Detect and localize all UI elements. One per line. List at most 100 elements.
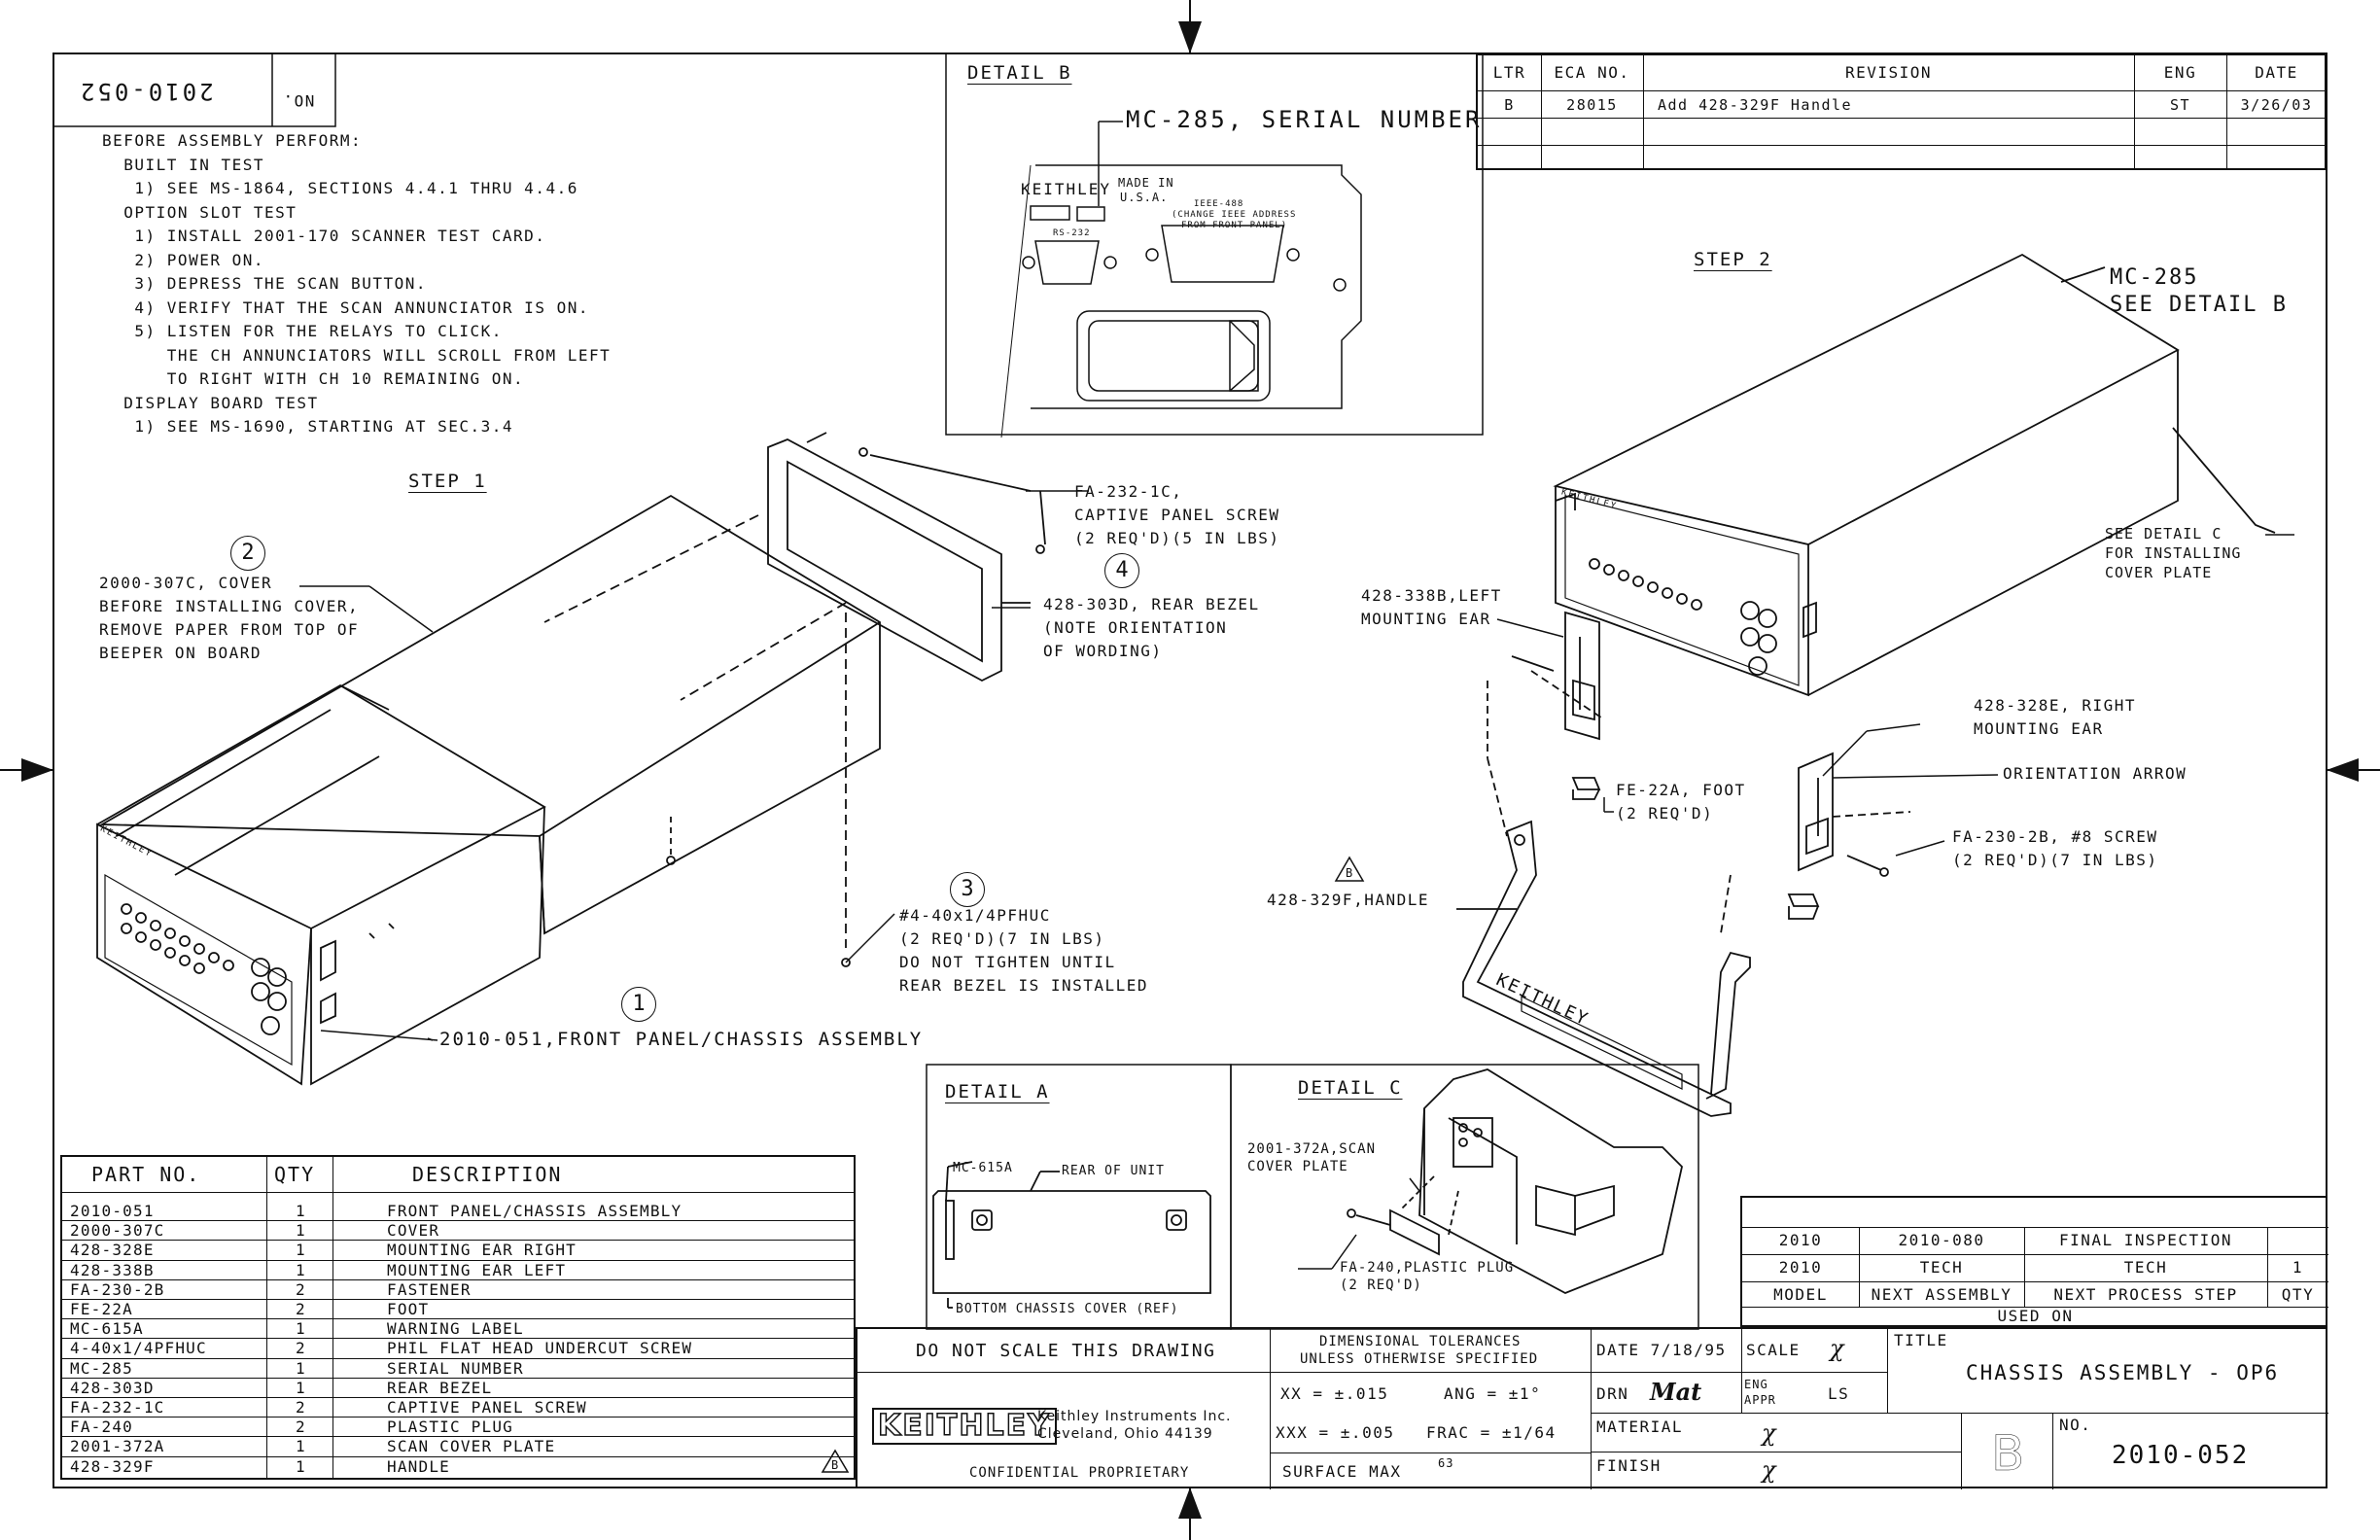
parts-cell: MOUNTING EAR RIGHT [387,1241,577,1260]
parts-cell: 1 [296,1437,306,1456]
parts-cell: FASTENER [387,1279,472,1299]
left-ear-line: MOUNTING EAR [1361,610,1491,628]
usage-cell: NEXT ASSEMBLY [1871,1285,2012,1304]
center-mark-bottom-icon [1178,1488,1202,1519]
detail-b-ieee-2: (CHANGE IEEE ADDRESS [1172,210,1297,220]
detail-b-serial-label: MC-285, SERIAL NUMBER [1126,106,1483,133]
revision-cell: Add 428-329F Handle [1658,96,1853,114]
parts-cell: 428-328E [70,1241,155,1260]
rear-bezel-line: (NOTE ORIENTATION [1043,618,1228,637]
parts-cell: 1 [296,1378,306,1397]
callout-4: 4 [1104,553,1139,588]
tolerance-title-2: UNLESS OTHERWISE SPECIFIED [1300,1351,1539,1367]
revision-cell: 3/26/03 [2240,96,2313,114]
detail-b-brand: KEITHLEY [1021,180,1112,198]
flathead-screw-line: REAR BEZEL IS INSTALLED [899,976,1149,995]
cover-label-line: BEEPER ON BOARD [99,644,262,662]
note-line: 1) SEE MS-1864, SECTIONS 4.4.1 THRU 4.4.… [102,179,578,197]
parts-rev-flag: B [821,1449,850,1478]
parts-cell: FOOT [387,1300,430,1318]
note-line: THE CH ANNUNCIATORS WILL SCROLL FROM LEF… [102,345,612,365]
handle-label: 428-329F,HANDLE [1267,891,1429,909]
rear-bezel-line: 428-303D, REAR BEZEL [1043,595,1260,613]
appr-label: APPR [1744,1393,1776,1407]
usage-cell: FINAL INSPECTION [2058,1231,2233,1249]
revision-header: REVISION [1844,63,1933,82]
note-line: 2) POWER ON. [102,250,264,269]
parts-cell: 2001-372A [70,1437,165,1456]
finish-value: χ [1762,1456,1779,1484]
foot-line: (2 REQ'D) [1616,804,1714,822]
revision-cell: ST [2169,96,2191,114]
revision-letter: B [1991,1425,2025,1482]
detail-b-ieee-3: FROM FRONT PANEL) [1181,221,1288,230]
usage-cell: 2010 [1778,1231,1823,1249]
detail-b-rs232: RS-232 [1053,228,1091,238]
usage-cell: 2010-080 [1898,1231,1985,1249]
confidential-proprietary: CONFIDENTIAL PROPRIETARY [969,1465,1190,1481]
detail-b-ieee-1: IEEE-488 [1194,199,1244,209]
usage-cell: QTY [2281,1285,2315,1304]
rev-triangle-icon [1334,856,1365,882]
parts-cell: 1 [296,1358,306,1378]
usage-cell: TECH [1919,1258,1964,1277]
flathead-screw-line: (2 REQ'D)(7 IN LBS) [899,929,1105,948]
callout-3: 3 [950,872,985,907]
step2-title: STEP 2 [1694,249,1772,270]
tolerance-frac: FRAC = ±1/64 [1426,1423,1557,1442]
drawing-title: CHASSIS ASSEMBLY - OP6 [1966,1361,2280,1384]
scale-label: SCALE [1746,1341,1801,1359]
parts-cell: MC-615A [70,1319,144,1339]
plastic-plug-line: (2 REQ'D) [1340,1278,1422,1293]
detail-a-title: DETAIL A [945,1081,1050,1102]
step2-screw-line: FA-230-2B, #8 SCREW [1952,827,2158,846]
usage-cell: 2010 [1778,1258,1823,1277]
detail-c-frame [1230,1064,1699,1330]
note-line: 1) INSTALL 2001-170 SCANNER TEST CARD. [102,227,546,245]
right-ear-line: 428-328E, RIGHT [1974,696,2136,715]
revision-header: ENG [2163,63,2197,82]
parts-cell: 4-40x1/4PFHUC [70,1339,207,1358]
note-line: BEFORE ASSEMBLY PERFORM: [102,131,363,150]
parts-header: DESCRIPTION [412,1163,563,1186]
parts-cell: HANDLE [387,1456,450,1476]
parts-header: QTY [274,1163,316,1186]
detail-b-frame [945,52,1484,436]
company-line-2: Cleveland, Ohio 44139 [1037,1426,1213,1442]
cover-label-line: BEFORE INSTALLING COVER, [99,597,360,615]
detail-b-made-in: MADE IN [1118,176,1174,190]
parts-cell: SERIAL NUMBER [387,1358,524,1378]
parts-cell: FA-240 [70,1418,133,1437]
keithley-logo: KEITHLEY [872,1408,1057,1445]
parts-cell: REAR BEZEL [387,1378,493,1397]
center-mark-right-icon [2327,758,2359,782]
parts-cell: 2000-307C [70,1221,165,1241]
mc285-line: MC-285 [2110,265,2199,290]
drawing-number-flipped: 2010-052 [78,78,214,105]
note-line: DISPLAY BOARD TEST [102,393,319,412]
note-line: TO RIGHT WITH CH 10 REMAINING ON. [102,369,525,388]
drawing-number: 2010-052 [2112,1441,2250,1470]
detail-c-ref-line: COVER PLATE [2105,564,2213,581]
company-line-1: Keithley Instruments Inc. [1037,1409,1232,1424]
tolerance-xx: XX = ±.015 [1280,1384,1389,1403]
captive-screw-line: FA-232-1C, [1074,482,1183,501]
right-ear-line: MOUNTING EAR [1974,719,2104,738]
parts-cell: MOUNTING EAR LEFT [387,1260,567,1279]
parts-cell: 2 [296,1339,306,1358]
handle-rev-flag: B [1334,856,1365,883]
callout-1: 1 [621,987,656,1022]
center-mark-top-icon [1178,21,1202,53]
scan-cover-line: COVER PLATE [1247,1159,1348,1174]
revision-header: DATE [2255,63,2298,82]
parts-header: PART NO. [91,1163,201,1186]
flathead-screw-line: #4-40x1/4PFHUC [899,906,1051,925]
usage-cell: 1 [2292,1258,2304,1277]
rev-triangle-icon [821,1449,850,1473]
note-line: 1) SEE MS-1690, STARTING AT SEC.3.4 [102,417,514,436]
detail-b-usa: U.S.A. [1120,191,1169,204]
